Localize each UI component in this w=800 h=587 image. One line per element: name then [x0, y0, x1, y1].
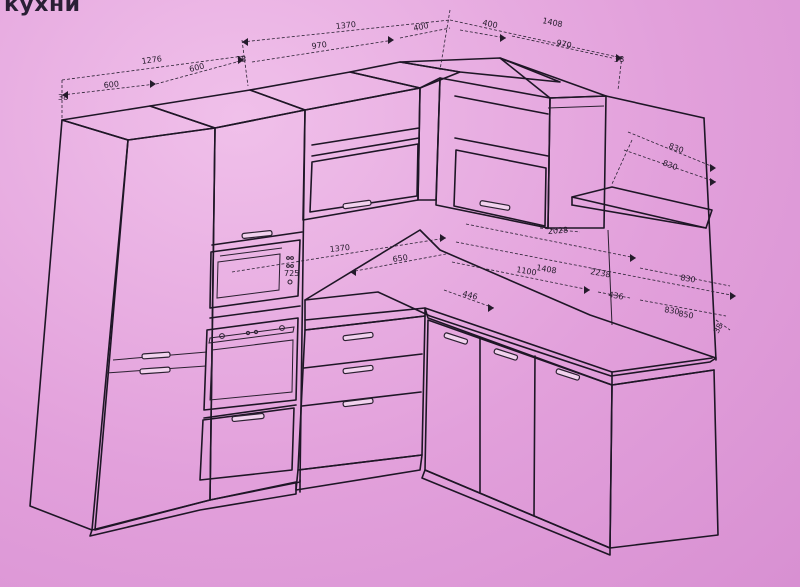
- plinth: [89, 481, 297, 537]
- drawer-handle: [342, 331, 374, 342]
- drawer-handle: [231, 412, 265, 423]
- dim-label: 436: [608, 290, 625, 302]
- oven-column: [149, 89, 306, 501]
- door-handle: [342, 199, 372, 210]
- microwave-controls: [286, 256, 294, 285]
- dimension-labels: 1370 400 400 1408 1276 970 970 600 600 3…: [58, 16, 725, 335]
- dim-label: 830: [664, 305, 681, 317]
- dim-label: 1408: [536, 263, 558, 275]
- wall-cabinets-left: [249, 61, 461, 221]
- drawer-handle: [342, 364, 374, 375]
- dimension-lines: [61, 9, 737, 331]
- dim-label: 650: [392, 253, 408, 264]
- dim-label: 1370: [329, 243, 350, 254]
- wall-cabinets-right: [399, 57, 607, 229]
- door-handle: [139, 366, 171, 375]
- door-handle: [479, 200, 511, 211]
- page-heading: кухни: [4, 0, 81, 17]
- dim-label: 830: [680, 273, 697, 285]
- dim-label: 38: [614, 55, 624, 64]
- base-cabinets-right: [421, 319, 719, 556]
- dim-label: 446: [462, 289, 479, 301]
- microwave: [209, 239, 301, 309]
- dim-label: 725: [284, 269, 299, 278]
- dim-label: 2028: [548, 226, 569, 236]
- dim-label: 38: [712, 322, 725, 335]
- dim-label: 850: [678, 309, 695, 321]
- dim-label: 38: [236, 55, 246, 64]
- door-handle: [241, 230, 273, 239]
- countertop: [304, 229, 717, 386]
- open-shelf: [571, 95, 717, 361]
- dim-label: 830: [667, 141, 684, 155]
- drawer-handle: [342, 397, 374, 408]
- dim-label: 1370: [335, 20, 356, 31]
- tall-cabinet-left: [29, 105, 216, 531]
- door-handle: [443, 332, 469, 345]
- dim-label: 600: [103, 79, 119, 90]
- oven: [203, 317, 299, 411]
- dim-label: 1276: [141, 54, 162, 66]
- dim-label: 400: [413, 21, 430, 33]
- dim-label: 970: [311, 40, 327, 51]
- dim-label: 2238: [590, 267, 612, 279]
- dim-label: 38: [58, 93, 68, 102]
- dim-label: 830: [661, 158, 678, 172]
- door-handle: [493, 348, 519, 361]
- dim-label: 400: [482, 18, 499, 30]
- dim-label: 970: [556, 38, 573, 50]
- dimension-arrows: [62, 34, 736, 312]
- door-handle: [555, 368, 581, 381]
- dim-label: 600: [188, 62, 205, 74]
- base-cabinets-left: [295, 315, 426, 493]
- dim-label: 1408: [542, 16, 564, 29]
- door-handle: [141, 351, 171, 360]
- dim-label: 1100: [516, 265, 538, 277]
